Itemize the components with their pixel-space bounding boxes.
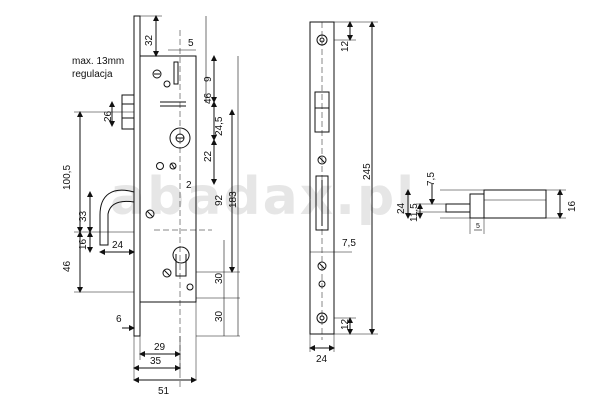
dim-24-front: 24 bbox=[112, 240, 124, 251]
side-dim-12-top: 12 bbox=[340, 40, 351, 52]
dim-33: 33 bbox=[78, 210, 89, 222]
watermark: abadax.pl bbox=[110, 167, 416, 227]
side-dim-12-bottom: 12 bbox=[340, 318, 351, 330]
end-dim-11-5: 11,5 bbox=[409, 203, 420, 222]
cylinder-cutout bbox=[172, 246, 190, 277]
dim-30-a: 30 bbox=[214, 272, 225, 284]
end-body bbox=[483, 189, 547, 219]
dim-183: 183 bbox=[228, 191, 239, 208]
dim-30-b: 30 bbox=[214, 310, 225, 322]
dim-100-5: 100,5 bbox=[62, 165, 73, 190]
adjustment-note-line2: regulacja bbox=[72, 69, 113, 80]
screw-middle bbox=[145, 209, 155, 219]
end-faceplate bbox=[469, 193, 485, 219]
front-view bbox=[74, 15, 240, 390]
dim-5-top: 5 bbox=[188, 38, 194, 49]
end-dim-5: 5 bbox=[476, 223, 480, 230]
dim-22: 22 bbox=[203, 150, 214, 162]
end-dim-7-5: 7,5 bbox=[426, 172, 437, 186]
end-bolt bbox=[445, 203, 471, 213]
screw-hole-top-left bbox=[152, 69, 162, 79]
dim-24-5: 24,5 bbox=[214, 116, 225, 136]
dim-92: 92 bbox=[214, 194, 225, 206]
dim-32: 32 bbox=[144, 34, 155, 46]
end-dim-24: 24 bbox=[396, 202, 407, 214]
lock-body bbox=[139, 55, 197, 303]
dim-6: 6 bbox=[116, 314, 122, 325]
hook-bolt bbox=[99, 189, 135, 246]
screw-hole-top-middle bbox=[163, 80, 171, 88]
dim-2: 2 bbox=[186, 180, 192, 191]
side-view bbox=[309, 21, 378, 352]
dim-46-low: 46 bbox=[62, 260, 73, 272]
top-slot bbox=[173, 61, 179, 85]
dim-29: 29 bbox=[154, 342, 166, 353]
dim-51: 51 bbox=[158, 386, 170, 397]
dim-9: 9 bbox=[203, 76, 214, 82]
side-dim-24: 24 bbox=[316, 354, 328, 365]
end-dim-16: 16 bbox=[567, 200, 578, 212]
dim-26: 26 bbox=[103, 110, 114, 122]
side-dim-7-5: 7,5 bbox=[342, 238, 356, 249]
side-dim-245: 245 bbox=[362, 163, 373, 180]
end-view bbox=[405, 184, 566, 234]
adjustment-note-line1: max. 13mm bbox=[72, 56, 125, 67]
dim-16: 16 bbox=[78, 238, 89, 250]
dim-46: 46 bbox=[203, 92, 214, 104]
dim-35: 35 bbox=[150, 356, 162, 367]
